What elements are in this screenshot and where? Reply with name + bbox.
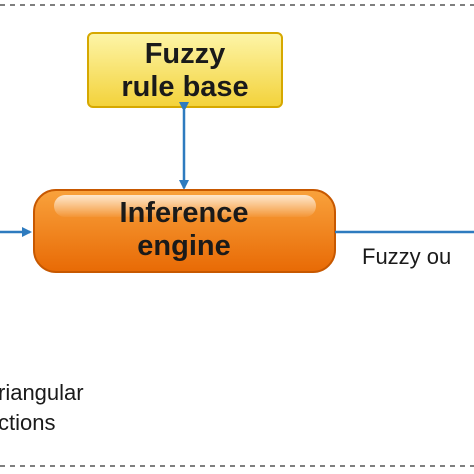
inference-engine-label-line2: engine (137, 230, 230, 262)
output-label: Fuzzy ou (362, 244, 451, 269)
caption-line2: ctions (0, 410, 55, 435)
rule-base-label-line1: Fuzzy (145, 38, 226, 70)
inference-engine-label-line1: Inference (120, 197, 249, 229)
caption-line1: riangular (0, 380, 84, 405)
rule-base-label-line2: rule base (121, 71, 248, 103)
inference-engine-node: Inference engine (33, 189, 336, 273)
rule-base-node: Fuzzy rule base (87, 32, 283, 108)
